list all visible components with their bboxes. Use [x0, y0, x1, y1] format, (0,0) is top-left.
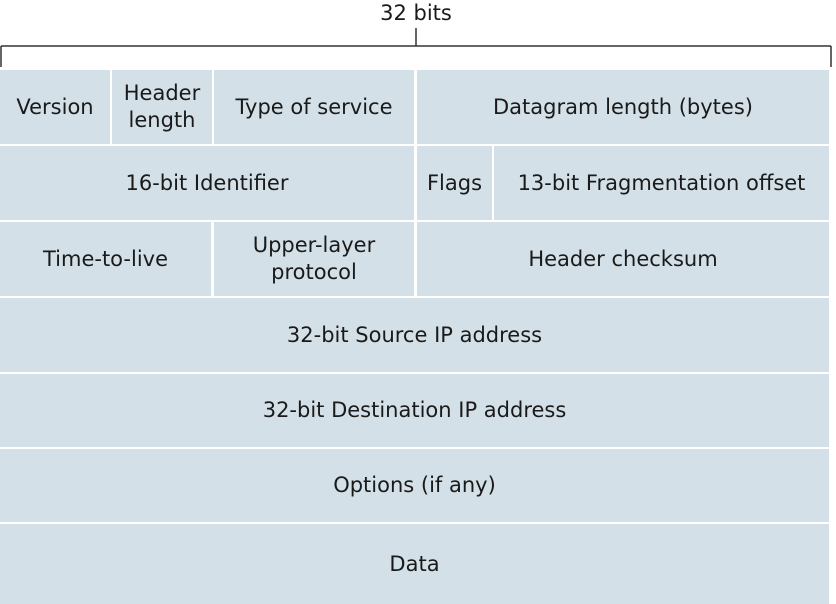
- field-data-label: Data: [389, 551, 440, 576]
- field-version-label: Version: [16, 94, 94, 119]
- field-type-of-service: Type of service: [214, 70, 414, 144]
- field-header-checksum-label: Header checksum: [528, 246, 718, 271]
- field-flags-label: Flags: [426, 170, 483, 195]
- field-header-length: Header length: [112, 70, 212, 144]
- field-time-to-live-label: Time-to-live: [42, 246, 169, 271]
- field-header-length-line2: length: [128, 108, 196, 132]
- field-header-checksum: Header checksum: [417, 222, 829, 296]
- field-flags: Flags: [417, 146, 492, 220]
- field-source-ip-label: 32-bit Source IP address: [286, 322, 543, 347]
- width-label: 32 bits: [380, 1, 452, 25]
- field-upper-layer-line1: Upper-layer: [252, 233, 376, 257]
- field-header-length-line1: Header: [123, 81, 201, 105]
- field-fragmentation-offset: 13-bit Fragmentation offset: [494, 146, 829, 220]
- bit-width-bracket: [0, 28, 832, 67]
- field-datagram-length-label: Datagram length (bytes): [493, 94, 753, 119]
- field-type-of-service-label: Type of service: [235, 94, 393, 119]
- field-datagram-length: Datagram length (bytes): [417, 70, 829, 144]
- field-destination-ip: 32-bit Destination IP address: [0, 374, 829, 447]
- field-options-label: Options (if any): [333, 473, 496, 497]
- field-time-to-live: Time-to-live: [0, 222, 211, 296]
- field-options: Options (if any): [0, 449, 829, 522]
- field-version: Version: [0, 70, 110, 144]
- field-identifier-label: 16-bit Identifier: [125, 170, 289, 195]
- field-source-ip: 32-bit Source IP address: [0, 298, 829, 372]
- field-data: Data: [0, 524, 829, 604]
- field-identifier: 16-bit Identifier: [0, 146, 414, 220]
- field-fragmentation-offset-label: 13-bit Fragmentation offset: [517, 170, 806, 195]
- field-upper-layer-line2: protocol: [271, 260, 357, 284]
- field-upper-layer-protocol: Upper-layer protocol: [214, 222, 414, 296]
- field-destination-ip-label: 32-bit Destination IP address: [262, 398, 567, 422]
